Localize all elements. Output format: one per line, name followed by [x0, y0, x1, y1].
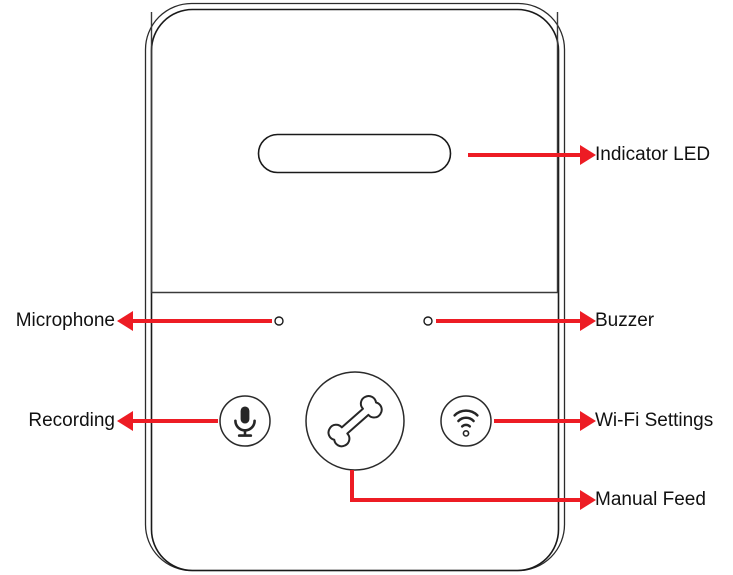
- callout-leader-indicator-led: [468, 145, 596, 165]
- wifi-icon-arc-outer: [453, 409, 479, 417]
- microphone-icon: [234, 406, 256, 437]
- callout-label-recording: Recording: [28, 410, 115, 431]
- callout-leader-manual-feed: [350, 470, 596, 510]
- wifi-icon-arc-middle: [457, 416, 475, 423]
- wifi-button-ring[interactable]: [440, 395, 492, 447]
- microphone-hole: [274, 316, 284, 326]
- device-top-panel: [150, 12, 559, 294]
- callout-label-microphone: Microphone: [16, 310, 115, 331]
- led-pill: [257, 133, 452, 174]
- buzzer-arrowhead: [580, 311, 596, 331]
- device-shell-inner-edge: [150, 8, 560, 572]
- manual-feed-arrowhead: [580, 490, 596, 510]
- bone-icon: [327, 395, 383, 448]
- callout-label-indicator-led: Indicator LED: [595, 144, 710, 165]
- callout-leader-recording: [117, 411, 218, 431]
- wifi-button[interactable]: [440, 395, 492, 447]
- callout-leader-microphone: [117, 311, 272, 331]
- wifi-icon-dot: [462, 429, 470, 437]
- callout-label-manual-feed: Manual Feed: [595, 489, 706, 510]
- manual-feed-leader-elbow: [350, 470, 580, 502]
- callout-leader-buzzer: [436, 311, 596, 331]
- device-shell: [144, 2, 566, 572]
- buzzer-hole: [423, 316, 433, 326]
- panel-boundary-line: [150, 12, 559, 294]
- recording-button-ring[interactable]: [219, 395, 271, 447]
- wifi-icon-arc-inner: [460, 423, 472, 428]
- manual-feed-button[interactable]: [305, 371, 405, 471]
- manual-feed-button-ring[interactable]: [305, 371, 405, 471]
- callout-leader-wifi-settings: [494, 411, 596, 431]
- microphone-icon-capsule: [240, 406, 250, 424]
- indicator-led-arrowhead: [580, 145, 596, 165]
- wifi-icon: [453, 409, 479, 437]
- device-shell-outer-edge: [144, 2, 566, 572]
- wifi-settings-arrowhead: [580, 411, 596, 431]
- recording-arrowhead: [117, 411, 133, 431]
- callout-label-buzzer: Buzzer: [595, 310, 655, 331]
- microphone-arrowhead: [117, 311, 133, 331]
- callout-label-wifi-settings: Wi-Fi Settings: [595, 410, 713, 431]
- indicator-led-window: [257, 133, 452, 174]
- bone-icon-shape: [327, 395, 383, 448]
- recording-button[interactable]: [219, 395, 271, 447]
